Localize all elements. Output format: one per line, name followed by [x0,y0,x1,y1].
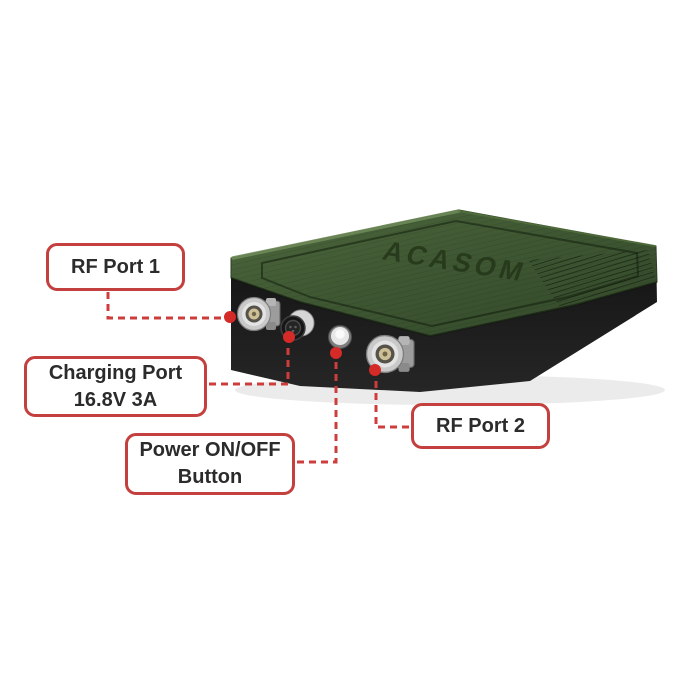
device-edge-highlight-right [458,210,656,247]
device-edge-highlight [231,209,461,260]
rf-port-1-pin [251,311,257,317]
callout-power-button-label-line1: Power ON/OFF [139,439,281,461]
callout-rf-port-2-label: RF Port 2 [436,414,525,437]
callout-charging-port-label-line1: Charging Port [48,361,183,384]
device-lid-seam [230,277,658,338]
dot-rf-port-2 [369,364,381,376]
dot-charging-port [283,331,295,343]
leader-power-button [297,361,338,464]
dot-rf-port-1 [224,311,236,323]
callout-rf-port-1-label: RF Port 1 [71,255,160,278]
rf-port-2-pin [382,351,388,357]
dot-power-button [330,347,342,359]
charging-port-pin-2 [294,325,297,329]
power-button-highlight [335,329,345,339]
callout-power-button-label-line2: Button [177,466,243,488]
rf-port-1-bracket-top [266,298,276,306]
callout-power-button: Power ON/OFF Button [125,433,295,495]
rf-port-1-connector [236,296,281,332]
leader-charging-port [209,345,290,386]
charging-port-pin-3 [291,329,295,333]
callout-rf-port-2: RF Port 2 [411,403,550,449]
leader-lines [106,292,409,464]
callout-charging-port: Charging Port 16.8V 3A [24,356,207,417]
rf-port-2-bracket-bottom [398,362,410,372]
rf-port-2-bracket-top [398,336,410,346]
leader-rf-port-1 [106,292,222,320]
power-button-connector [328,325,352,349]
leader-rf-port-2 [374,378,409,429]
rf-port-2-connector [365,334,415,374]
callout-charging-port-label-line2: 16.8V 3A [73,388,158,411]
charging-port-pin-1 [289,325,292,329]
leader-dots [224,311,381,376]
rf-port-1-bracket-bottom [266,322,276,330]
callout-rf-port-1: RF Port 1 [46,243,185,291]
